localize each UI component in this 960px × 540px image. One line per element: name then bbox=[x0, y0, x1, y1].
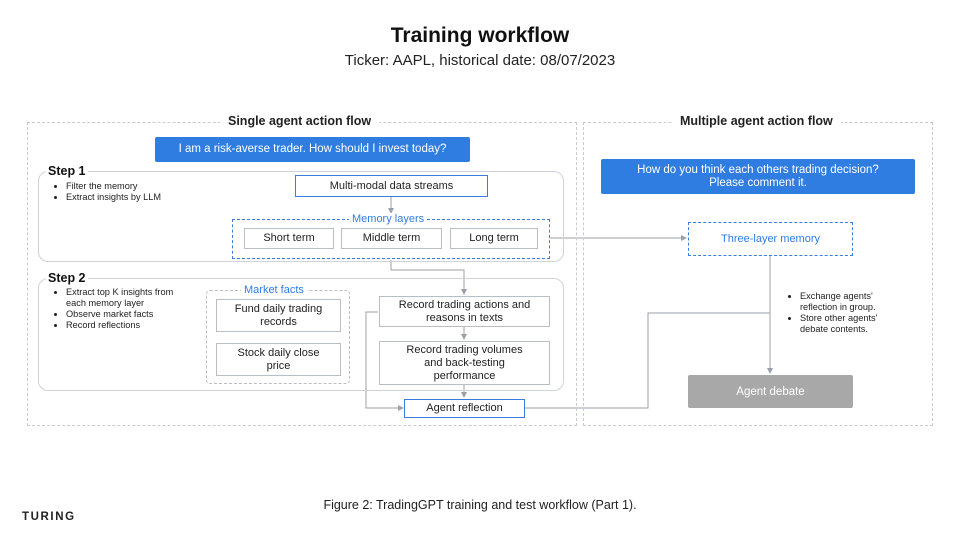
memory-layers-label: Memory layers bbox=[349, 213, 428, 225]
market-facts-label: Market facts bbox=[241, 284, 307, 296]
step2-bullet: Extract top K insights from each memory … bbox=[66, 287, 192, 309]
memory-layer-short: Short term bbox=[244, 228, 334, 249]
agent-reflection-box: Agent reflection bbox=[404, 399, 525, 418]
multi-agent-bullets: Exchange agents' reflection in group. St… bbox=[786, 291, 906, 335]
data-streams-box: Multi-modal data streams bbox=[295, 175, 488, 197]
record-actions-box: Record trading actions and reasons in te… bbox=[379, 296, 550, 327]
page-title: Training workflow bbox=[390, 24, 570, 47]
turing-logo: TURING bbox=[22, 511, 76, 523]
step1-label: Step 1 bbox=[46, 164, 88, 178]
figure-caption: Figure 2: TradingGPT training and test w… bbox=[323, 498, 637, 512]
multi-agent-label: Multiple agent action flow bbox=[672, 114, 841, 128]
arrow-memory-to-actions bbox=[390, 260, 467, 295]
memory-layer-long: Long term bbox=[450, 228, 538, 249]
step1-bullet: Filter the memory bbox=[66, 181, 202, 192]
step2-bullets: Extract top K insights from each memory … bbox=[52, 287, 192, 331]
single-agent-prompt: I am a risk-averse trader. How should I … bbox=[155, 137, 470, 162]
stock-daily-box: Stock daily close price bbox=[216, 343, 341, 376]
record-volumes-box: Record trading volumes and back-testing … bbox=[379, 341, 550, 385]
three-layer-memory-label: Three-layer memory bbox=[720, 233, 821, 245]
multi-agent-bullet: Exchange agents' reflection in group. bbox=[800, 291, 906, 313]
three-layer-memory-box: Three-layer memory bbox=[688, 222, 853, 256]
arrow-reflection-to-debate bbox=[525, 312, 770, 409]
step1-box bbox=[38, 171, 564, 262]
arrow-reflection-loop bbox=[365, 311, 404, 411]
step2-bullet: Observe market facts bbox=[66, 309, 192, 320]
agent-debate-box: Agent debate bbox=[688, 375, 853, 408]
single-agent-label: Single agent action flow bbox=[220, 114, 380, 128]
step2-bullet: Record reflections bbox=[66, 320, 192, 331]
step2-label: Step 2 bbox=[46, 271, 88, 285]
multi-agent-bullet: Store other agents' debate contents. bbox=[800, 313, 906, 335]
step2-box bbox=[38, 278, 564, 391]
fund-daily-box: Fund daily trading records bbox=[216, 299, 341, 332]
multi-agent-prompt: How do you think each others trading dec… bbox=[601, 159, 915, 194]
memory-layer-middle: Middle term bbox=[341, 228, 442, 249]
step1-bullet: Extract insights by LLM bbox=[66, 192, 202, 203]
page-subtitle: Ticker: AAPL, historical date: 08/07/202… bbox=[344, 52, 616, 69]
step1-bullets: Filter the memory Extract insights by LL… bbox=[52, 181, 202, 203]
